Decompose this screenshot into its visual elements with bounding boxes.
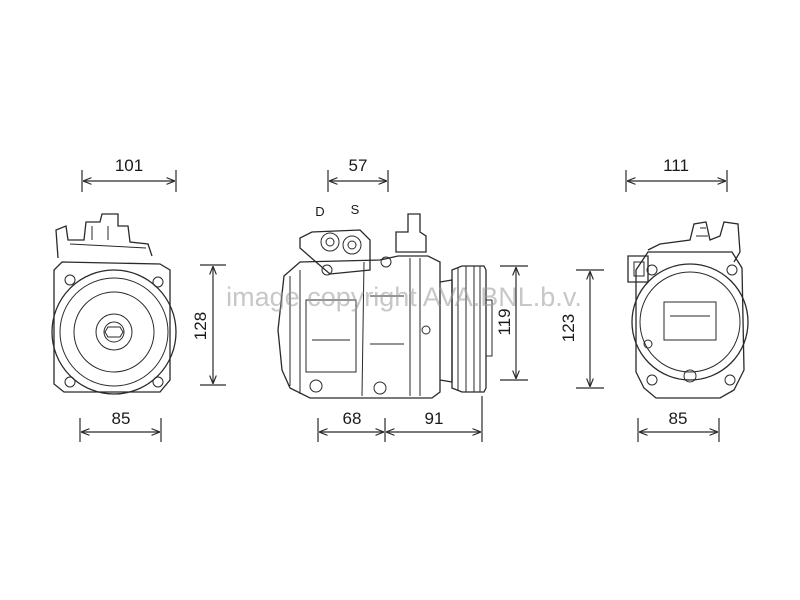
dim-side-bottom-left: 68 [343,409,362,428]
port-label-discharge: D [315,204,324,219]
dim-rear-height: 123 [559,314,578,342]
front-view-dimensions: 101 128 85 [79,156,226,442]
dim-front-height: 128 [191,312,210,340]
dim-side-top-width: 57 [349,156,368,175]
side-view: D S [277,202,493,399]
front-view [51,213,177,395]
dim-front-bottom-width: 85 [112,409,131,428]
dim-front-top-width: 101 [115,156,143,175]
port-label-suction: S [351,202,360,217]
rear-view-dimensions: 111 123 85 [559,156,728,442]
dim-rear-bottom-width: 85 [669,409,688,428]
rear-view [627,221,749,399]
side-view-dimensions: 57 119 68 91 [317,156,528,442]
dim-side-height: 119 [495,308,514,335]
dim-rear-top-width: 111 [663,156,689,175]
watermark: image copyright AVA.BNL.b.v. [226,282,582,312]
dim-side-bottom-right: 91 [425,409,444,428]
